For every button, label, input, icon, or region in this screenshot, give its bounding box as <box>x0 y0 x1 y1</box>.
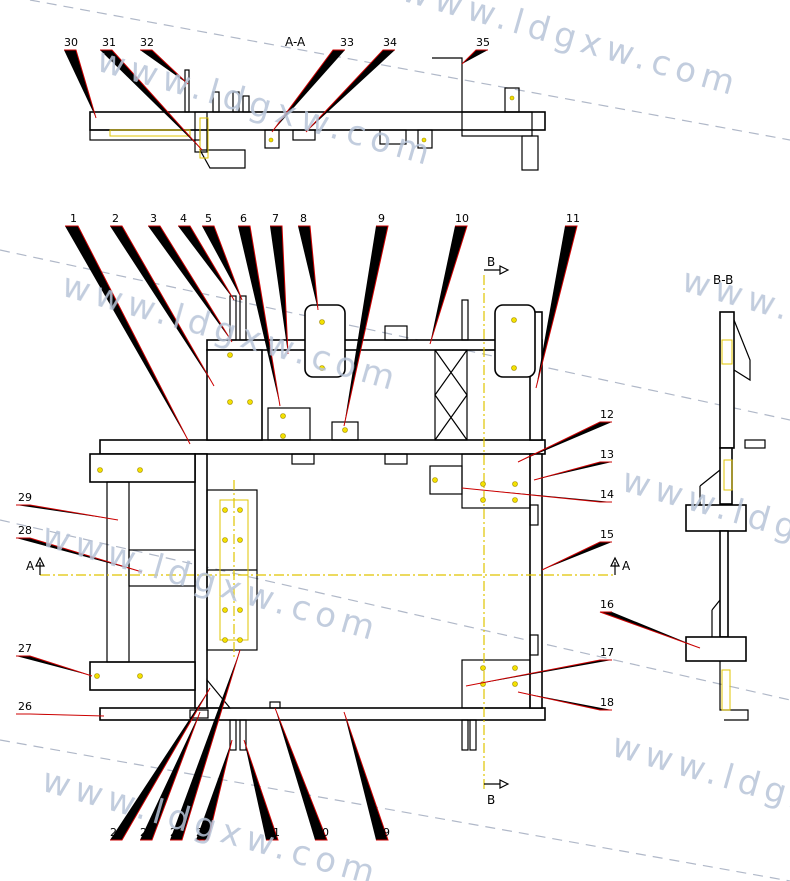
section-label-a-left: A <box>26 559 35 573</box>
callout-17: 17 <box>600 646 614 659</box>
callout-15: 15 <box>600 528 614 541</box>
main-plan-view <box>35 265 620 790</box>
callout-14: 14 <box>600 488 614 501</box>
callout-numbers: 1 2 3 4 5 6 7 8 9 10 11 12 13 14 15 16 1… <box>18 36 614 839</box>
callout-8: 8 <box>300 212 307 225</box>
section-label-b-top: B <box>487 255 495 269</box>
watermark-text-7: www.ldgxw.com <box>608 725 790 860</box>
section-labels: A-A B-B B B A A <box>26 35 733 807</box>
callout-32: 32 <box>140 36 154 49</box>
callout-23: 23 <box>170 826 184 839</box>
callout-21: 21 <box>266 826 280 839</box>
callout-9: 9 <box>378 212 385 225</box>
callout-16: 16 <box>600 598 614 611</box>
watermark-text-5: www.ldgxw.com <box>38 515 385 650</box>
watermark-text-3: www.ldgxw.com <box>398 0 745 105</box>
callout-5: 5 <box>205 212 212 225</box>
section-label-aa: A-A <box>285 35 306 49</box>
section-label-bb: B-B <box>713 273 733 287</box>
callout-31: 31 <box>102 36 116 49</box>
callout-7: 7 <box>272 212 279 225</box>
callout-2: 2 <box>112 212 119 225</box>
callout-22: 22 <box>196 826 210 839</box>
callout-26: 26 <box>18 700 32 713</box>
callout-29: 29 <box>18 491 32 504</box>
callout-24: 24 <box>140 826 154 839</box>
callout-20: 20 <box>315 826 329 839</box>
callout-4: 4 <box>180 212 187 225</box>
callout-1: 1 <box>70 212 77 225</box>
callout-6: 6 <box>240 212 247 225</box>
callout-35: 35 <box>476 36 490 49</box>
callout-11: 11 <box>566 212 580 225</box>
callout-19: 19 <box>376 826 390 839</box>
callout-33: 33 <box>340 36 354 49</box>
section-label-b-bottom: B <box>487 793 495 807</box>
callout-18: 18 <box>600 696 614 709</box>
callout-3: 3 <box>150 212 157 225</box>
callout-10: 10 <box>455 212 469 225</box>
watermark-text-1: www.ldgxw.com <box>93 40 440 175</box>
section-bb-view <box>685 311 766 721</box>
callout-12: 12 <box>600 408 614 421</box>
section-label-a-right: A <box>622 559 631 573</box>
callout-13: 13 <box>600 448 614 461</box>
callout-27: 27 <box>18 642 32 655</box>
callout-34: 34 <box>383 36 397 49</box>
callout-30: 30 <box>64 36 78 49</box>
watermark-text-6: www.ldgxw.com <box>38 760 385 881</box>
callout-25: 25 <box>110 826 124 839</box>
callout-28: 28 <box>18 524 32 537</box>
callout-leaders <box>16 49 701 841</box>
